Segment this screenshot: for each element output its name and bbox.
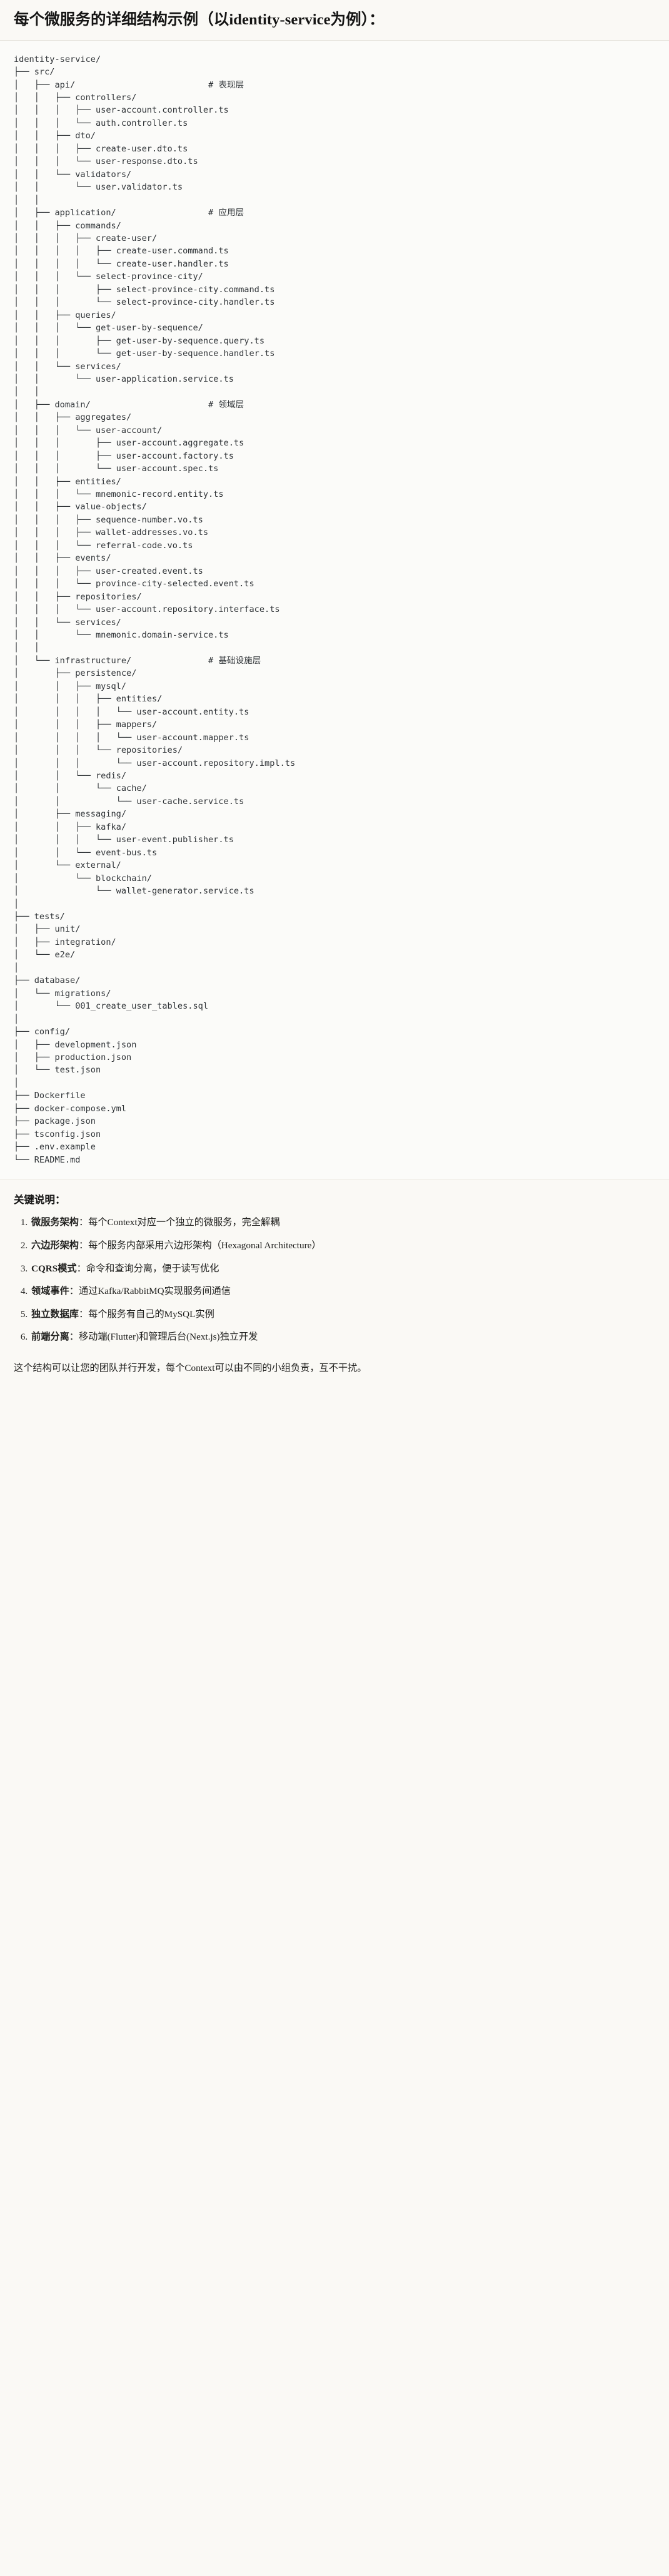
closing-paragraph: 这个结构可以让您的团队并行开发，每个Context可以由不同的小组负责，互不干扰… [0, 1349, 669, 1388]
key-note-separator: ： [78, 1308, 89, 1320]
key-note-description: 每个Context对应一个独立的微服务，完全解耦 [88, 1217, 280, 1228]
key-note-term: 领域事件 [31, 1286, 69, 1297]
key-note-description: 通过Kafka/RabbitMQ实现服务间通信 [78, 1286, 231, 1297]
directory-tree-block: identity-service/ ├── src/ │ ├── api/ # … [0, 40, 669, 1180]
key-note-separator: ： [76, 1263, 86, 1274]
key-note-item: 独立数据库：每个服务有自己的MySQL实例 [30, 1307, 655, 1322]
key-note-item: 前端分离：移动端(Flutter)和管理后台(Next.js)独立开发 [30, 1330, 655, 1345]
document-page: 每个微服务的详细结构示例（以identity-service为例）： ident… [0, 0, 669, 1388]
key-note-description: 每个服务有自己的MySQL实例 [88, 1308, 214, 1320]
key-notes-title: 关键说明： [14, 1194, 66, 1206]
key-notes-list: 微服务架构：每个Context对应一个独立的微服务，完全解耦六边形架构：每个服务… [14, 1215, 655, 1344]
directory-tree: identity-service/ ├── src/ │ ├── api/ # … [14, 54, 296, 1165]
key-note-item: 领域事件：通过Kafka/RabbitMQ实现服务间通信 [30, 1284, 655, 1299]
key-note-item: CQRS模式：命令和查询分离，便于读写优化 [30, 1261, 655, 1276]
page-title: 每个微服务的详细结构示例（以identity-service为例）： [0, 0, 669, 41]
key-note-term: 前端分离 [31, 1331, 69, 1343]
key-note-description: 命令和查询分离，便于读写优化 [86, 1263, 219, 1274]
key-note-term: 微服务架构 [31, 1217, 79, 1228]
key-note-term: 六边形架构 [31, 1240, 79, 1251]
key-note-term: CQRS模式 [31, 1263, 77, 1274]
key-note-separator: ： [69, 1331, 79, 1343]
key-note-separator: ： [78, 1240, 89, 1251]
key-notes-section: 关键说明： 微服务架构：每个Context对应一个独立的微服务，完全解耦六边形架… [0, 1179, 669, 1350]
key-note-separator: ： [78, 1217, 89, 1228]
key-note-term: 独立数据库 [31, 1308, 79, 1320]
key-note-item: 微服务架构：每个Context对应一个独立的微服务，完全解耦 [30, 1215, 655, 1230]
key-note-item: 六边形架构：每个服务内部采用六边形架构（Hexagonal Architectu… [30, 1238, 655, 1253]
key-note-separator: ： [69, 1286, 79, 1297]
key-note-description: 每个服务内部采用六边形架构（Hexagonal Architecture） [88, 1240, 321, 1251]
key-note-description: 移动端(Flutter)和管理后台(Next.js)独立开发 [78, 1331, 258, 1343]
